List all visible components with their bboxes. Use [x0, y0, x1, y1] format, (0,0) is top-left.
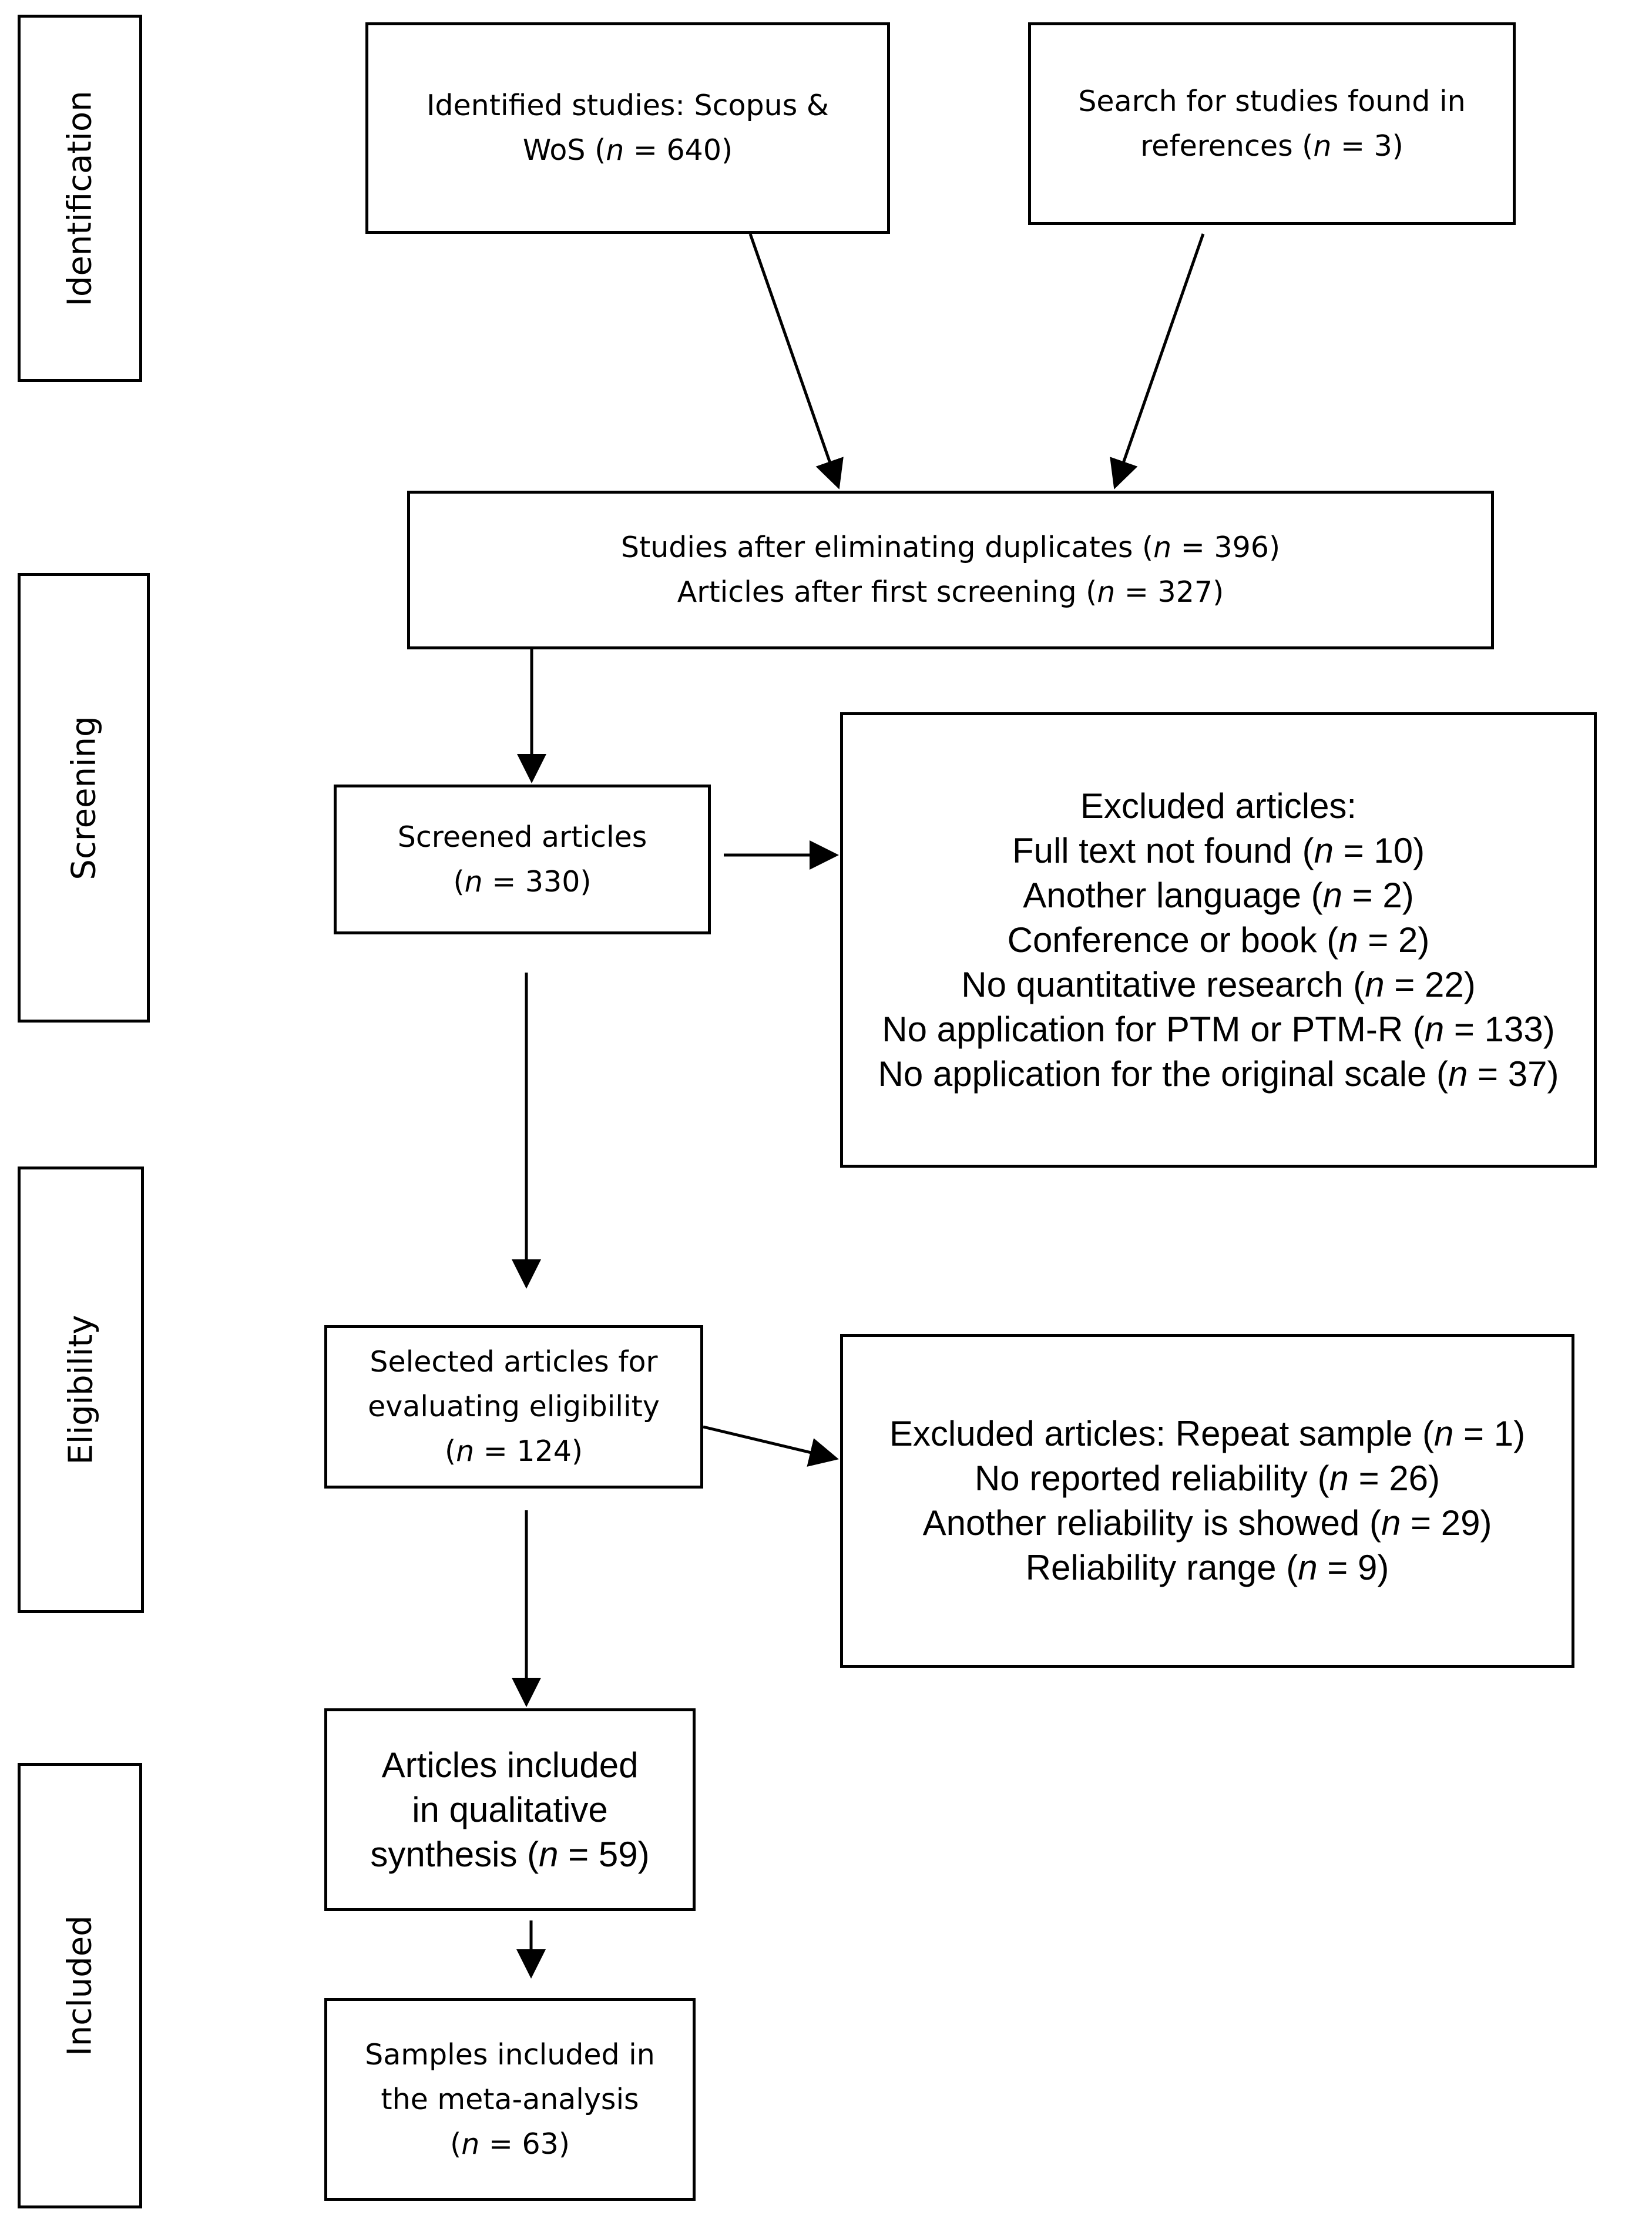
arrow-references-to-duplicates: [1110, 233, 1205, 490]
identified-studies-box: Identified studies: Scopus & WoS (n = 64…: [365, 22, 890, 234]
qualitative-synthesis-line-3: synthesis (n = 59): [370, 1834, 650, 1874]
selected-articles-line-3: (n = 124): [444, 1434, 583, 1468]
excluded-screening-line-7: No application for the original scale (n…: [878, 1054, 1559, 1094]
excluded-screening-line-3: Another language (n = 2): [1023, 875, 1414, 915]
meta-analysis-box: Samples included in the meta-analysis (n…: [324, 1998, 696, 2201]
stage-included: Included: [18, 1763, 142, 2208]
excluded-screening-line-5: No quantitative research (n = 22): [961, 964, 1476, 1004]
reference-search-box: Search for studies found in references (…: [1028, 22, 1516, 225]
screened-articles-box: Screened articles (n = 330): [334, 785, 711, 934]
excluded-screening-line-2: Full text not found (n = 10): [1012, 830, 1425, 870]
excluded-screening-line-6: No application for PTM or PTM-R (n = 133…: [882, 1009, 1555, 1049]
qualitative-synthesis-box: Articles included in qualitative synthes…: [324, 1708, 696, 1911]
meta-analysis-line-3: (n = 63): [450, 2127, 570, 2161]
screened-articles-line-1: Screened articles: [397, 820, 647, 854]
duplicates-removed-line-1: Studies after eliminating duplicates (n …: [620, 531, 1281, 564]
duplicates-removed-line-2: Articles after first screening (n = 327): [677, 575, 1224, 609]
selected-articles-line-1: Selected articles for: [370, 1345, 658, 1379]
arrow-identified-to-duplicates: [748, 233, 844, 490]
stage-screening: Screening: [18, 573, 150, 1023]
meta-analysis-line-2: the meta-analysis: [381, 2082, 639, 2116]
stage-eligibility: Eligibility: [18, 1167, 144, 1613]
excluded-screening-box: Excluded articles: Full text not found (…: [840, 712, 1597, 1168]
screened-articles-line-2: (n = 330): [453, 864, 592, 899]
selected-articles-box: Selected articles for evaluating eligibi…: [324, 1325, 703, 1489]
selected-articles-line-2: evaluating eligibility: [368, 1390, 660, 1423]
identified-studies-line-2: WoS (n = 640): [522, 133, 733, 167]
excluded-eligibility-line-3: Another reliability is showed (n = 29): [922, 1503, 1492, 1543]
duplicates-removed-box: Studies after eliminating duplicates (n …: [407, 491, 1494, 649]
excluded-screening-line-4: Conference or book (n = 2): [1007, 920, 1430, 960]
reference-search-line-2: references (n = 3): [1140, 129, 1403, 163]
qualitative-synthesis-line-1: Articles included: [381, 1745, 639, 1785]
meta-analysis-line-1: Samples included in: [365, 2037, 655, 2071]
excluded-screening-line-1: Excluded articles:: [1080, 786, 1357, 826]
excluded-eligibility-line-4: Reliability range (n = 9): [1025, 1548, 1389, 1587]
reference-search-line-1: Search for studies found in: [1078, 84, 1466, 118]
stage-identification: Identification: [18, 15, 142, 382]
excluded-eligibility-box: Excluded articles: Repeat sample (n = 1)…: [840, 1334, 1574, 1668]
arrow-selected-to-excluded: [703, 1425, 839, 1467]
identified-studies-line-1: Identified studies: Scopus &: [426, 89, 830, 122]
excluded-eligibility-line-1: Excluded articles: Repeat sample (n = 1): [889, 1414, 1526, 1453]
excluded-eligibility-line-2: No reported reliability (n = 26): [974, 1459, 1441, 1498]
qualitative-synthesis-line-2: in qualitative: [412, 1789, 608, 1829]
